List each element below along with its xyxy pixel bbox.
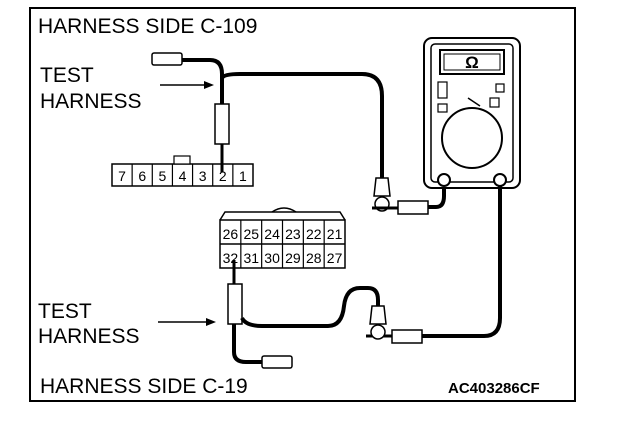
test-harness-bottom-plug <box>261 355 293 369</box>
connector-c19-pin-22: 22 <box>306 226 322 242</box>
connector-c109-pin-7: 7 <box>118 168 126 184</box>
leader-arrow-top <box>160 81 214 89</box>
meter-lead-upper <box>372 176 446 215</box>
connector-c19-pin-21: 21 <box>327 226 343 242</box>
connector-c19-lock-tab <box>271 207 297 213</box>
multimeter-dial <box>441 107 503 169</box>
test-harness-top <box>151 52 384 176</box>
connector-c109-pin-5: 5 <box>158 168 166 184</box>
connector-c19-pin-25: 25 <box>243 226 259 242</box>
connector-c19-pin-31: 31 <box>243 250 259 266</box>
diagram-frame <box>29 7 576 402</box>
test-harness-bottom <box>227 260 380 369</box>
connector-c19-pin-26: 26 <box>223 226 239 242</box>
connector-c109-pin-2: 2 <box>219 168 227 184</box>
connector-c19-pin-28: 28 <box>306 250 322 266</box>
connector-c109-pin-1: 1 <box>239 168 247 184</box>
connector-c19-pin-32: 32 <box>223 250 239 266</box>
multimeter-icon: Ω <box>423 37 521 189</box>
multimeter-terminal-v <box>493 173 507 187</box>
connector-c19-pin-29: 29 <box>285 250 301 266</box>
test-harness-bottom-probe-icon <box>227 283 243 325</box>
connector-c109-pin-3: 3 <box>199 168 207 184</box>
connector-c19-pin-27: 27 <box>327 250 343 266</box>
meter-lead-lower <box>366 186 502 344</box>
test-harness-bottom-label-1: TEST <box>38 300 92 323</box>
meter-lead-upper-clip-icon <box>373 177 391 197</box>
connector-c109-lock-tab <box>173 155 191 165</box>
connector-c19-pin-24: 24 <box>264 226 280 242</box>
connector-c19-pin-23: 23 <box>285 226 301 242</box>
top-title: HARNESS SIDE C-109 <box>38 15 257 38</box>
multimeter-terminal-com <box>437 173 451 187</box>
multimeter-ohm-symbol: Ω <box>465 53 479 72</box>
bottom-title: HARNESS SIDE C-19 <box>40 375 248 398</box>
test-harness-top-probe-icon <box>214 103 230 145</box>
test-harness-top-label-1: TEST <box>40 64 94 87</box>
test-harness-bottom-label-2: HARNESS <box>38 325 140 348</box>
meter-lead-lower-clip-icon <box>369 305 387 325</box>
meter-lead-upper-plug-icon <box>397 200 429 215</box>
test-harness-top-label-2: HARNESS <box>40 90 142 113</box>
connector-c109-pin-4: 4 <box>179 168 187 184</box>
leader-arrow-bottom <box>158 318 216 326</box>
figure-reference: AC403286CF <box>448 380 540 397</box>
connector-c109-pin-6: 6 <box>138 168 146 184</box>
connector-c19-pin-30: 30 <box>264 250 280 266</box>
meter-lead-lower-plug-icon <box>391 329 423 344</box>
test-harness-top-plug <box>151 52 183 66</box>
